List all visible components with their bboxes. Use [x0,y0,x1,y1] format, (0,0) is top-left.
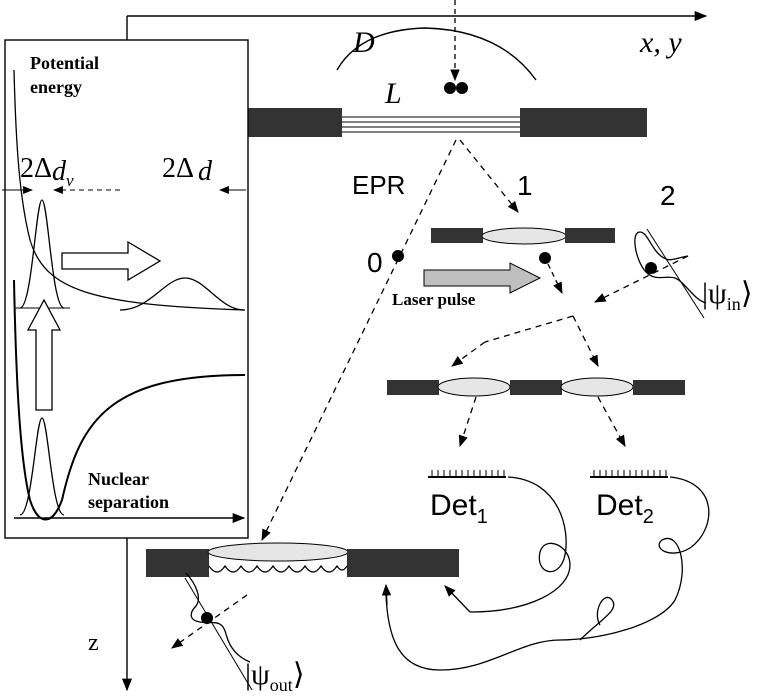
output-block-left [146,549,209,577]
path-1-arrow [459,139,519,213]
merge-arrows [451,315,599,368]
to-det-2-arrow [597,396,626,448]
detector-1-cable [469,476,571,613]
splitter-lens [481,227,567,245]
detector-2-ticks [593,470,667,477]
merge-arrow-right [572,315,599,368]
output-arrow [171,594,248,649]
particle-dot [444,82,456,94]
splitter-block-left [431,228,483,243]
psi-out-wavepacket: |ψout⟩ [171,572,305,695]
psi-in-label: |ψin⟩ [702,277,753,314]
psi-out-label: |ψout⟩ [245,658,305,695]
splitter-out-arrow [547,263,563,295]
path-1-label: 1 [517,170,533,201]
path-0-arrow [261,139,457,542]
particle-dot [645,262,657,274]
ground-gaussian [19,417,65,516]
inset-title-line2: energy [30,77,82,97]
particle-dot [456,82,468,94]
inset-frame [4,39,249,539]
dissociative-potential-curve [13,69,246,311]
excitation-arrow [26,298,62,411]
dissociated-wavepacket [119,277,245,311]
wavefront-line [646,228,705,319]
beam-profile-curve [336,27,537,81]
splitter-lens [437,377,511,397]
output-splitter [146,542,459,577]
propagation-arrow [61,240,162,282]
laser-pulse-label: Laser pulse [392,290,476,309]
particle-dot-path-0 [392,250,404,262]
splitter-block [387,380,439,395]
particle-dot [539,252,551,264]
detector-2-feedback-arrow [381,583,392,606]
l-label: L [384,77,402,110]
output-wave [208,564,348,573]
detector-2-cable-loop [579,597,615,641]
epr-label: EPR [352,170,405,200]
source-block-right [520,108,647,137]
d-label: D [352,26,375,59]
merge-dashed-line [484,315,574,343]
output-lens [207,542,349,562]
splitter-block [633,380,685,395]
inset-xlabel-line1: Nuclear [88,469,149,489]
splitter-lens [560,377,634,397]
source-block-left [245,108,342,137]
path-0-label: 0 [367,247,383,278]
laser-pulse-arrow [423,262,542,294]
merge-arrow-left [451,341,486,367]
source-region: D L EPR [245,0,647,200]
detector-1-ticks [431,470,505,477]
z-axis-label: z [88,630,99,656]
output-block-right [347,549,459,577]
beam-paths: 1 0 2 [261,139,676,542]
detector-2-label: Det2 [596,489,654,528]
particle-dot [201,612,213,624]
wavepacket-curve [185,572,251,663]
detector-1-feedback-arrow [444,585,471,613]
splitter-block-right [565,228,615,243]
excited-gaussian [19,199,65,309]
to-det-1-arrow [458,396,477,448]
beam-splitter-1: Laser pulse [392,227,615,309]
detector-2-cable [385,476,710,671]
inset-title-line1: Potential [30,53,99,73]
delta-dv-label: 2Δdv [20,153,74,190]
detector-2: Det2 [381,470,710,671]
wavefront-line [184,577,253,691]
xy-axis-label: x, y [639,26,682,59]
path-2-arrow [593,255,689,303]
splitter-block [510,380,562,395]
detector-1: Det1 [428,470,571,613]
psi-in-wavepacket: |ψin⟩ [593,228,753,319]
inset-xlabel-line2: separation [88,492,169,512]
path-2-label: 2 [660,180,676,211]
detector-1-label: Det1 [430,489,488,528]
beam-splitter-2 [387,377,685,448]
